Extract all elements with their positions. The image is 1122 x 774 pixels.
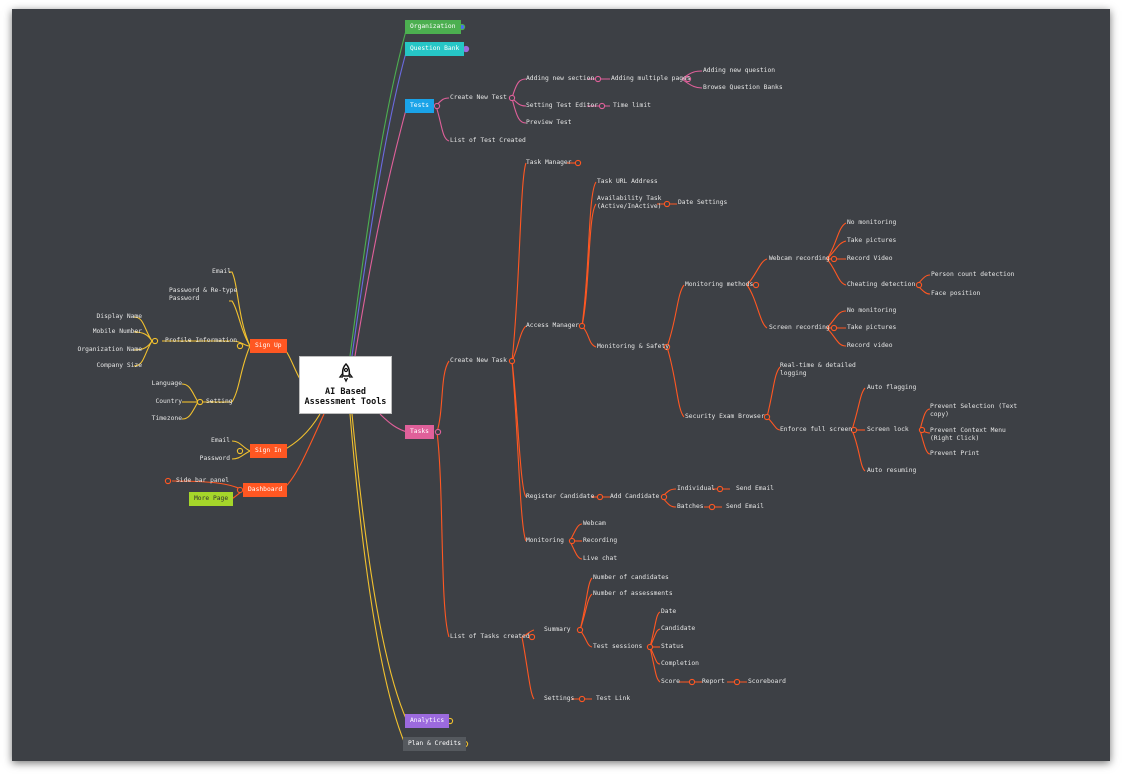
node-record-video-webcam: Record Video [847, 255, 893, 262]
node-signin-email: Email [211, 437, 230, 444]
node-add-candidate: Add Candidate [610, 493, 660, 500]
node-record-video-screen: Record video [847, 342, 893, 349]
node-timezone: Timezone [151, 415, 182, 422]
node-take-pictures-screen: Take pictures [847, 324, 897, 331]
node-take-pictures-webcam: Take pictures [847, 237, 897, 244]
node-settings: Settings [544, 695, 575, 702]
node-score: Score [661, 678, 680, 685]
node-no-monitoring-screen: No monitoring [847, 307, 897, 314]
node-organization-name: Organization Name [77, 346, 142, 353]
node-security-exam-browser: Security Exam Browser [685, 413, 765, 420]
node-side-bar-panel: Side bar panel [176, 477, 230, 484]
node-prevent-selection: Prevent Selection (Text copy) [930, 403, 1018, 418]
node-cheating-detection: Cheating detection [847, 281, 916, 288]
node-prevent-context-menu: Prevent Context Menu (Right Click) [930, 427, 1006, 442]
root-node[interactable]: AI Based Assessment Tools [299, 356, 392, 414]
node-face-position: Face position [931, 290, 981, 297]
node-register-candidate: Register Candidate [526, 493, 595, 500]
node-prevent-print: Prevent Print [930, 450, 980, 457]
node-send-email-individual: Send Email [736, 485, 774, 492]
node-password-retype: Password & Re-type Password [169, 287, 238, 302]
node-send-email-batches: Send Email [726, 503, 764, 510]
node-access-manager: Access Manager [526, 322, 580, 329]
node-person-count-detection: Person count detection [931, 271, 1015, 278]
node-auto-resuming: Auto resuming [867, 467, 917, 474]
node-signin-password: Password [199, 455, 230, 462]
node-country: Country [155, 398, 182, 405]
node-task-url-address: Task URL Address [597, 178, 658, 185]
node-adding-new-question: Adding new question [703, 67, 776, 74]
node-summary: Summary [544, 626, 571, 633]
node-company-size: Company Size [96, 362, 143, 369]
node-enforce-full-screen: Enforce full screen [780, 426, 853, 433]
root-title: AI Based Assessment Tools [304, 387, 387, 407]
node-profile-information: Profile Information [165, 337, 238, 344]
branch-analytics[interactable]: Analytics [405, 714, 450, 728]
branch-tasks[interactable]: Tasks [405, 425, 434, 439]
branch-plan-credits[interactable]: Plan & Credits [403, 737, 467, 751]
node-test-sessions: Test sessions [593, 643, 643, 650]
node-mobile-number: Mobile Number [92, 328, 142, 335]
node-recording: Recording [583, 537, 618, 544]
mind-map-canvas: AI Based Assessment Tools Organization Q… [12, 9, 1110, 761]
node-date: Date [661, 608, 677, 615]
node-report: Report [702, 678, 725, 685]
branch-dashboard[interactable]: Dashboard [243, 483, 288, 497]
node-availability-task: Availability Task (Active/InActive) [597, 195, 662, 210]
node-test-link: Test Link [596, 695, 631, 702]
node-number-of-assessments: Number of assessments [593, 590, 673, 597]
node-language: Language [151, 380, 182, 387]
node-display-name: Display Name [96, 313, 143, 320]
rocket-icon [338, 362, 353, 383]
node-create-new-task: Create New Task [450, 357, 507, 364]
node-individual: Individual [677, 485, 715, 492]
branch-sign-up[interactable]: Sign Up [250, 339, 287, 353]
node-setting-test-editor: Setting Test Editor [526, 102, 599, 109]
branch-organization[interactable]: Organization [405, 20, 461, 34]
node-monitoring-safety: Monitoring & Safety [597, 343, 670, 350]
node-webcam: Webcam [583, 520, 606, 527]
node-adding-new-section: Adding new section [526, 75, 595, 82]
node-time-limit: Time limit [613, 102, 651, 109]
node-completion: Completion [661, 660, 699, 667]
node-no-monitoring-webcam: No monitoring [847, 219, 897, 226]
node-screen-recording: Screen recording [769, 324, 830, 331]
node-browse-question-banks: Browse Question Banks [703, 84, 783, 91]
node-number-of-candidates: Number of candidates [593, 574, 669, 581]
node-webcam-recording: Webcam recording [769, 255, 830, 262]
branch-more-page[interactable]: More Page [189, 492, 234, 506]
branch-sign-in[interactable]: Sign In [250, 444, 287, 458]
node-list-of-tasks-created: List of Tasks created [450, 633, 530, 640]
node-create-new-test: Create New Test [450, 94, 507, 101]
node-adding-multiple-pages: Adding multiple pages [611, 75, 691, 82]
branch-tests[interactable]: Tests [405, 99, 434, 113]
node-status: Status [661, 643, 684, 650]
node-email: Email [212, 268, 231, 275]
node-realtime-logging: Real-time & detailed logging [780, 362, 856, 377]
connector-lines [133, 23, 931, 748]
branch-question-bank[interactable]: Question Bank [405, 42, 465, 56]
node-setting: Setting [206, 398, 233, 405]
node-date-settings: Date Settings [678, 199, 728, 206]
node-monitoring: Monitoring [526, 537, 564, 544]
node-scoreboard: Scoreboard [748, 678, 786, 685]
node-live-chat: Live chat [583, 555, 618, 562]
node-preview-test: Preview Test [526, 119, 572, 126]
node-screen-lock: Screen lock [867, 426, 909, 433]
node-task-manager: Task Manager [526, 159, 572, 166]
node-auto-flagging: Auto flagging [867, 384, 917, 391]
node-monitoring-methods: Monitoring methods [685, 281, 754, 288]
node-list-of-test-created: List of Test Created [450, 137, 526, 144]
node-batches: Batches [677, 503, 704, 510]
node-candidate: Candidate [661, 625, 696, 632]
